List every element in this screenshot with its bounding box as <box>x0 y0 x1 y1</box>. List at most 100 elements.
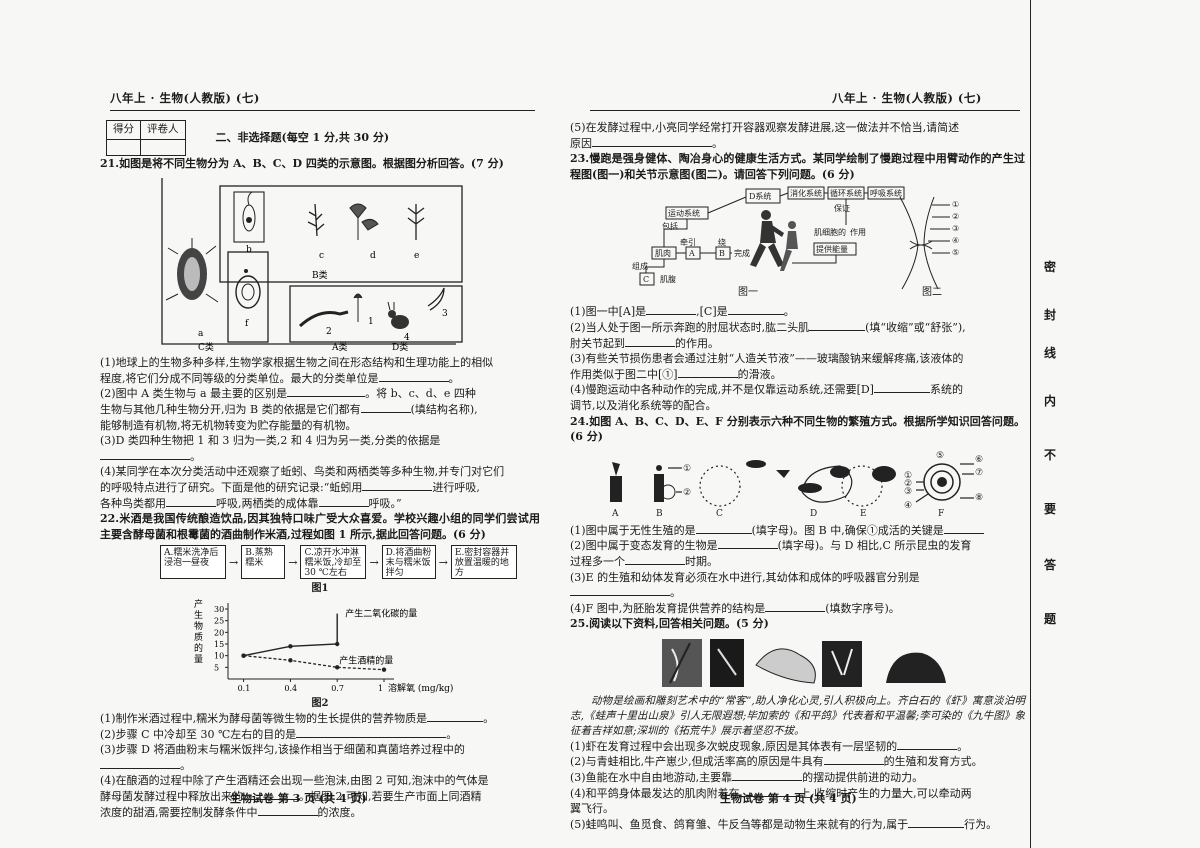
score-cell[interactable] <box>106 138 141 156</box>
q24-answer-6[interactable] <box>765 601 826 612</box>
q24-p3: (3)E 的生殖和幼体发育必须在水中进行,其幼体和成体的呼吸器官分别是。 <box>570 570 920 600</box>
q22-p1: (1)制作米酒过程中,糯米为酵母菌等微生物的生长提供的营养物质是。 <box>100 711 495 726</box>
step-e: E.密封容器并放置温暖的地方 <box>450 545 517 580</box>
arrow-right-icon: → <box>369 555 379 569</box>
svg-text:1: 1 <box>368 317 374 327</box>
q25-answer-1[interactable] <box>897 739 958 750</box>
svg-text:E: E <box>860 509 867 519</box>
q23-p1: (1)图一中[A]是,[C]是。 <box>570 304 795 319</box>
q23-figures: D系统 消化系统 循环系统 呼吸系统 保证 肌细胞的作用 提供能量 运动系统 包… <box>570 185 1025 301</box>
q23-answer-1[interactable] <box>646 304 697 316</box>
q23-answer-4[interactable] <box>625 336 675 347</box>
q21-answer-4[interactable] <box>100 449 190 460</box>
q21-answer-6[interactable] <box>166 496 216 507</box>
q25-answer-5[interactable] <box>908 817 965 828</box>
svg-text:④: ④ <box>904 501 912 511</box>
q25-answer-3[interactable] <box>732 770 803 782</box>
svg-text:提供能量: 提供能量 <box>816 244 848 254</box>
q21-answer-3[interactable] <box>360 402 411 413</box>
page-footer-right: 生物试卷 第 4 页 (共 4 页) <box>720 792 857 805</box>
q22-answer-6[interactable] <box>592 136 712 147</box>
q24-answer-3[interactable] <box>717 538 778 550</box>
grader-label: 评卷人 <box>140 120 186 140</box>
svg-text:⑤: ⑤ <box>952 248 959 257</box>
d-system-label: D系统 <box>749 191 771 201</box>
q22-answer-5[interactable] <box>257 805 318 816</box>
x-tick-label: 0.7 <box>331 684 344 693</box>
svg-text:B: B <box>656 509 663 519</box>
q24-answer-1[interactable] <box>695 523 752 534</box>
svg-text:B: B <box>719 249 725 258</box>
y-tick-label: 20 <box>214 628 224 637</box>
q24-answer-2[interactable] <box>943 523 984 534</box>
y-tick-label: 5 <box>214 663 219 672</box>
q21-p2: (2)图中 A 类生物与 a 最主要的区别是。将 b、c、d、e 四种生物与其他… <box>100 386 478 432</box>
svg-text:①: ① <box>952 200 959 209</box>
x-tick-label: 0.4 <box>284 684 297 693</box>
q24-answer-5[interactable] <box>570 585 670 597</box>
q25-p2: (2)与青蛙相比,牛产崽少,但成活率高的原因是牛具有的生殖和发育方式。 <box>570 754 983 769</box>
q22-answer-2[interactable] <box>296 727 447 738</box>
svg-text:运动系统: 运动系统 <box>668 208 700 218</box>
q25-answer-2[interactable] <box>823 754 884 766</box>
svg-text:⑥: ⑥ <box>975 455 983 465</box>
series-label-ethanol: 产生酒精的量 <box>339 654 393 666</box>
q25-artwork-svg <box>662 638 946 687</box>
q21-figure-svg: a b c d e B类 f <box>161 178 463 353</box>
q22-p4: (4)在酿酒的过程中除了产生酒精还会出现一些泡沫,由图 2 可知,泡沫中的气体是… <box>100 774 489 819</box>
grader-cell[interactable] <box>140 138 186 156</box>
q23-answer-6[interactable] <box>873 382 930 394</box>
exam-page-3: 八年上 · 生物(人教版) (七) 得分评卷人 二、非选择题(每空 1 分,共 … <box>100 0 540 848</box>
exam-page-4: 八年上 · 生物(人教版) (七) (5)在发酵过程中,小亮同学经常打开容器观察… <box>570 0 1025 848</box>
header-rule <box>590 110 1020 111</box>
seal-char: 线 <box>1043 346 1056 360</box>
svg-text:F: F <box>938 509 944 519</box>
y-tick-label: 15 <box>214 640 224 649</box>
q23-answer-2[interactable] <box>727 304 784 316</box>
header-rule <box>110 110 535 111</box>
section-title: 二、非选择题(每空 1 分,共 30 分) <box>215 131 390 144</box>
svg-text:③: ③ <box>952 224 959 233</box>
q22-answer-1[interactable] <box>427 711 484 723</box>
q25-answer-4[interactable] <box>739 786 800 797</box>
q25-p1: (1)虾在发育过程中会出现多次蜕皮现象,原因是其体表有一层坚韧的。 <box>570 739 969 753</box>
q24-p2: (2)图中属于变态发育的生物是(填字母)。与 D 相比,C 所示昆虫的发育过程多… <box>570 538 972 568</box>
q25-title: 25.阅读以下资料,回答相关问题。(5 分) <box>570 617 769 631</box>
q21-answer-2[interactable] <box>287 386 366 398</box>
figure-2-caption: 图2 <box>311 697 329 709</box>
svg-text:保证: 保证 <box>834 203 850 213</box>
q23-answer-5[interactable] <box>677 367 738 378</box>
svg-text:D类: D类 <box>392 341 408 352</box>
page-header-right: 八年上 · 生物(人教版) (七) <box>832 91 982 105</box>
series-co2-line <box>243 613 338 657</box>
q22-answer-4[interactable] <box>243 789 299 801</box>
svg-text:④: ④ <box>952 236 959 245</box>
svg-text:①: ① <box>683 464 691 474</box>
svg-text:组成: 组成 <box>632 261 648 271</box>
svg-text:循环系统: 循环系统 <box>830 188 862 198</box>
q21-answer-5[interactable] <box>362 480 433 491</box>
q21-answer-1[interactable] <box>378 371 449 382</box>
label-b-class: B类 <box>312 269 328 281</box>
svg-text:b: b <box>246 245 252 255</box>
q22-answer-3[interactable] <box>100 758 180 769</box>
arrow-right-icon: → <box>438 555 448 569</box>
svg-text:②: ② <box>952 212 959 221</box>
q21-p1: (1)地球上的生物多种多样,生物学家根据生物之间在形态结构和生理功能上的相似程度… <box>100 356 494 385</box>
q21-answer-7[interactable] <box>318 496 369 507</box>
step-a: A.糯米洗净后浸泡一昼夜 <box>160 545 226 580</box>
seal-char: 封 <box>1043 308 1056 322</box>
q23-answer-3[interactable] <box>809 320 866 331</box>
svg-text:A类: A类 <box>331 341 348 352</box>
svg-text:作用: 作用 <box>850 227 866 237</box>
svg-text:③: ③ <box>904 487 912 497</box>
svg-text:c: c <box>319 251 324 261</box>
svg-text:①: ① <box>904 471 912 481</box>
q21-p3: (3)D 类四种生物把 1 和 3 归为一类,2 和 4 归为另一类,分类的依据… <box>100 434 441 463</box>
svg-text:完成: 完成 <box>734 248 750 258</box>
svg-text:牵引: 牵引 <box>680 237 696 247</box>
q24-answer-4[interactable] <box>625 554 685 565</box>
